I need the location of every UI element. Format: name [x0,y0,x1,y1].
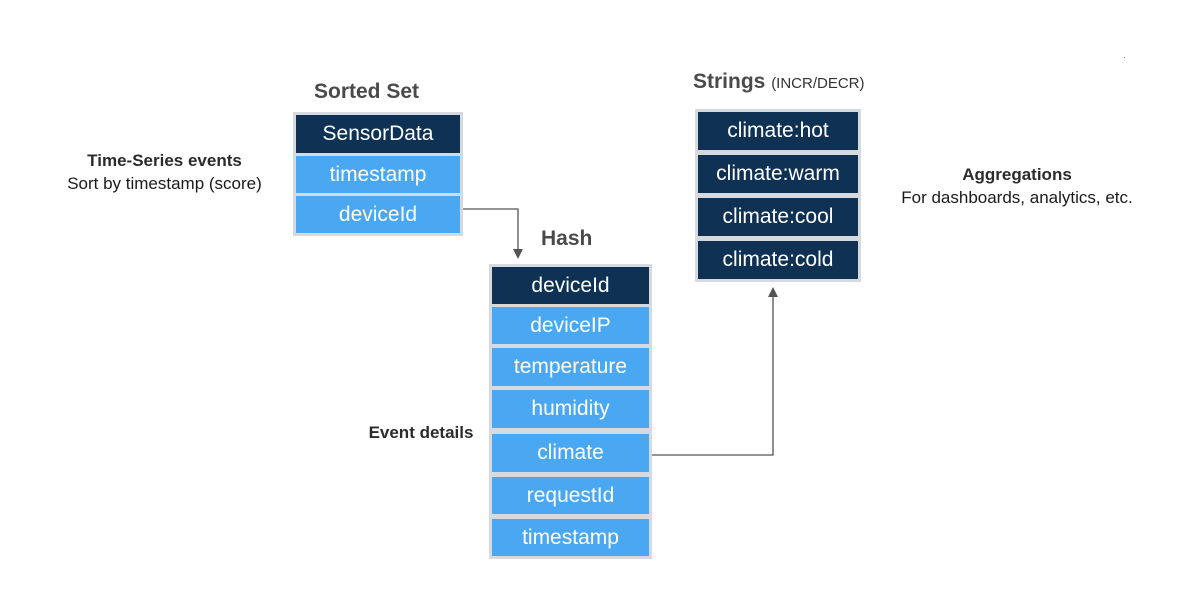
strings-subtitle: (INCR/DECR) [771,75,865,92]
strings-cell-climate-cold: climate:cold [695,238,861,282]
hash-cell-deviceip: deviceIP [489,304,652,347]
strings-title: Strings (INCR/DECR) [693,70,865,94]
hash-note: Event details [356,423,486,443]
hash-title: Hash [541,227,593,250]
sorted-set-note-title: Time-Series events [87,151,242,170]
strings-cell-climate-cool: climate:cool [695,195,861,239]
sorted-set-title: Sorted Set [314,80,420,103]
hash-cell-climate: climate [489,431,652,475]
decorative-dot [1124,57,1125,58]
strings-cell-climate-warm: climate:warm [695,152,861,196]
hash-cell-deviceid: deviceId [489,264,652,307]
sorted-set-note-text: Sort by timestamp (score) [67,174,262,193]
hash-cell-temperature: temperature [489,345,652,389]
sorted-set-cell-timestamp: timestamp [293,153,463,196]
hash-cell-requestid: requestId [489,474,652,517]
hash-cell-timestamp: timestamp [489,516,652,559]
strings-title-text: Strings [693,70,766,93]
connector-climate-to-strings [650,287,778,456]
hash-note-title: Event details [368,423,474,442]
sorted-set-note: Time-Series events Sort by timestamp (sc… [48,151,281,194]
strings-note-title: Aggregations [962,165,1072,184]
sorted-set-cell-deviceid: deviceId [293,193,463,236]
strings-note-text: For dashboards, analytics, etc. [901,188,1133,207]
strings-cell-climate-hot: climate:hot [695,109,861,153]
sorted-set-cell-sensordata: SensorData [293,112,463,156]
hash-cell-humidity: humidity [489,387,652,431]
strings-note: Aggregations For dashboards, analytics, … [872,165,1162,208]
connector-deviceid-to-hash [461,208,523,259]
